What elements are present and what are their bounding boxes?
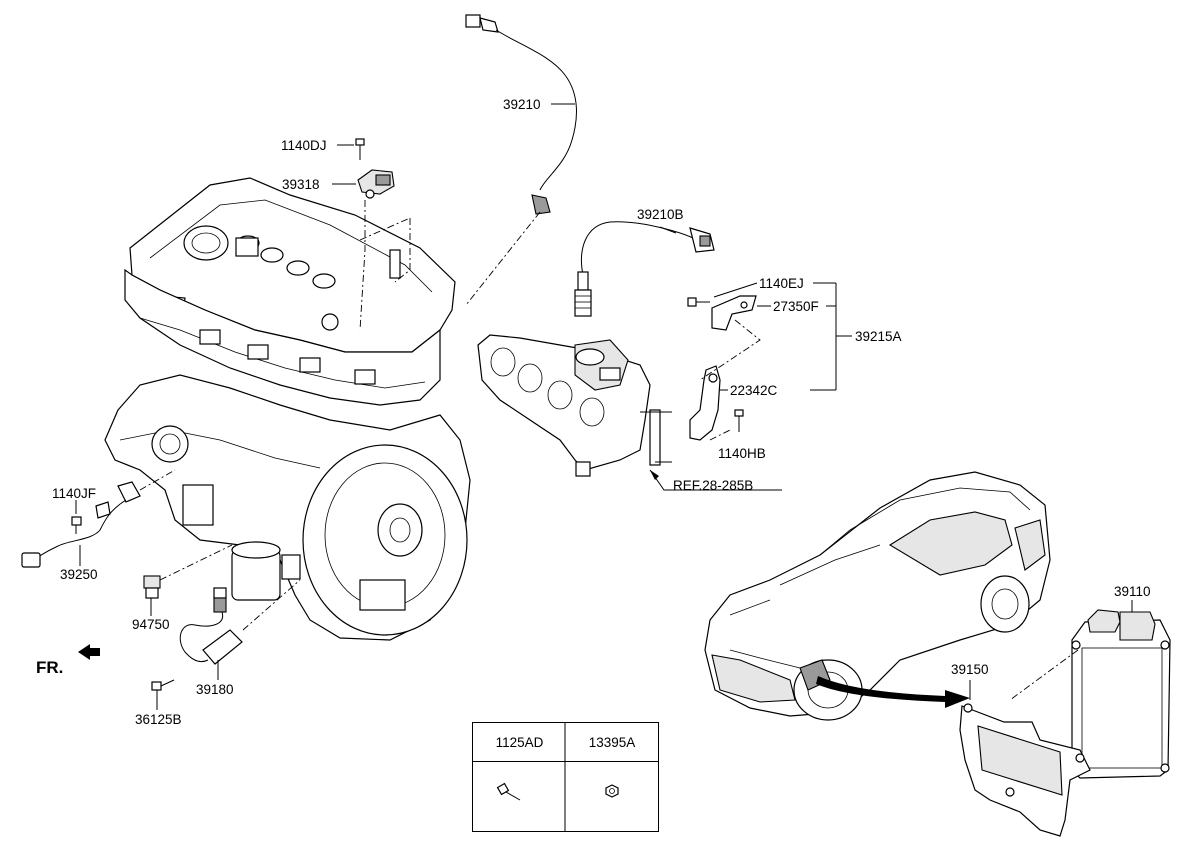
knock-sensor-harness bbox=[21, 481, 141, 568]
bolt-icon bbox=[355, 138, 365, 160]
oxygen-sensor-lower bbox=[574, 221, 715, 317]
oxygen-sensor-upper bbox=[465, 14, 577, 215]
oil-pressure-switch bbox=[143, 575, 161, 599]
label-27350F: 27350F bbox=[773, 299, 819, 314]
exhaust-manifold bbox=[477, 334, 661, 477]
label-39250: 39250 bbox=[60, 567, 98, 582]
label-39215A: 39215A bbox=[855, 329, 902, 344]
crankshaft-position-sensor bbox=[179, 587, 243, 665]
label-ref-28-285B: REF.28-285B bbox=[673, 478, 754, 493]
bolt-icon bbox=[71, 516, 82, 534]
label-39110: 39110 bbox=[1114, 584, 1151, 599]
vehicle-illustration bbox=[704, 471, 1051, 721]
heat-protector-bracket bbox=[711, 295, 757, 331]
label-36125B: 36125B bbox=[135, 712, 182, 727]
legend-column-2: 13395A bbox=[566, 723, 658, 831]
label-39318: 39318 bbox=[282, 177, 320, 192]
label-39210B: 39210B bbox=[637, 207, 684, 222]
cam-position-sensor bbox=[357, 169, 395, 199]
engine-assembly bbox=[104, 177, 471, 641]
label-1140DJ: 1140DJ bbox=[281, 138, 327, 153]
front-direction-label: FR. bbox=[36, 658, 64, 677]
ecu-bracket bbox=[959, 703, 1091, 837]
bolt-icon bbox=[734, 409, 744, 432]
label-1140EJ: 1140EJ bbox=[759, 276, 804, 291]
bolt-icon bbox=[496, 782, 521, 801]
fastener-legend-table: 1125AD 13395A bbox=[472, 722, 659, 832]
label-39150: 39150 bbox=[951, 662, 989, 677]
label-1140JF: 1140JF bbox=[52, 486, 97, 501]
label-39180: 39180 bbox=[196, 682, 234, 697]
ecu-module bbox=[1071, 609, 1171, 779]
nut-icon bbox=[605, 784, 619, 798]
sensor-bracket bbox=[689, 365, 721, 441]
bolt-icon bbox=[151, 679, 175, 691]
arrow-left-icon bbox=[78, 644, 100, 660]
label-1140HB: 1140HB bbox=[718, 446, 766, 461]
legend-header-1125AD: 1125AD bbox=[473, 723, 566, 762]
legend-column-1: 1125AD bbox=[473, 723, 566, 831]
label-39210: 39210 bbox=[503, 97, 541, 112]
legend-header-13395A: 13395A bbox=[566, 723, 658, 762]
bolt-icon bbox=[687, 297, 710, 307]
label-94750: 94750 bbox=[132, 617, 170, 632]
label-22342C: 22342C bbox=[730, 383, 778, 398]
